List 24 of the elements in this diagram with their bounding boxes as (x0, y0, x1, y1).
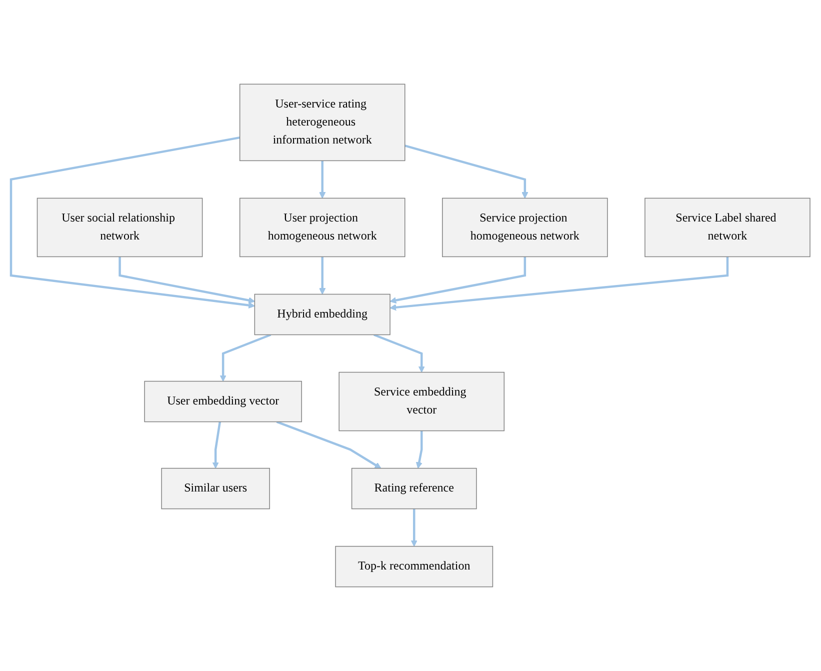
arrow (404, 144, 528, 198)
node-box: User-service rating heterogeneous information network (239, 84, 406, 162)
arrow (319, 160, 326, 198)
node-box: User projection homogeneous network (239, 198, 406, 258)
node-box: Service projection homogeneous network (442, 198, 608, 258)
arrow (212, 422, 222, 469)
node-box: User social relationship network (36, 198, 203, 258)
arrow (118, 256, 255, 304)
arrow (416, 430, 423, 469)
node-box: Similar users (161, 468, 270, 510)
node-box: Service Label shared network (644, 198, 810, 258)
node-box: Top-k recommendation (335, 546, 494, 588)
arrow (410, 508, 418, 547)
arrow (220, 334, 272, 382)
node-box: User embedding vector (144, 380, 302, 422)
arrow (319, 256, 326, 295)
node-box: Service embedding vector (338, 372, 505, 432)
arrow (276, 420, 382, 469)
arrow (390, 256, 729, 311)
node-box: Hybrid embedding (254, 294, 390, 336)
arrow (10, 136, 255, 309)
arrow (390, 256, 526, 304)
arrow (373, 334, 425, 373)
node-box: Rating reference (351, 468, 477, 510)
